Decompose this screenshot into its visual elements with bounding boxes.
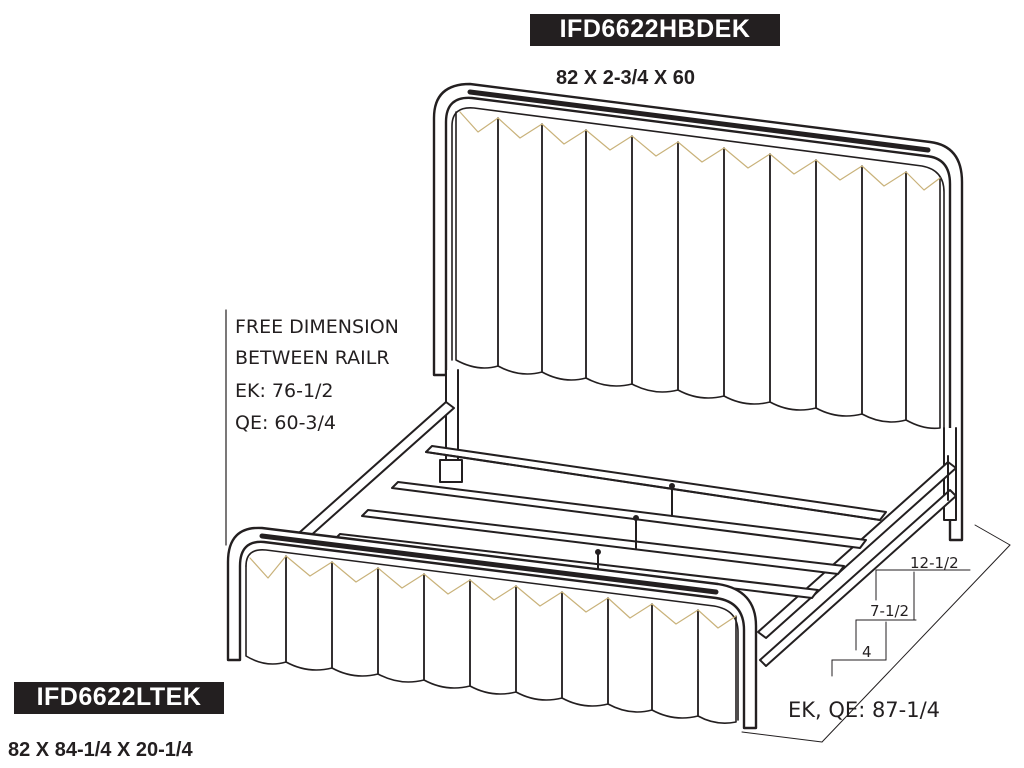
footboard-channels: [245, 555, 737, 724]
free-dimension-ek: EK: 76-1/2: [235, 380, 334, 402]
headboard-channels: [455, 111, 941, 430]
height-7-1-2: 7-1/2: [870, 602, 910, 620]
headboard: [432, 82, 964, 542]
headboard-stitching: [459, 111, 941, 191]
free-dimension-qe: QE: 60-3/4: [235, 412, 337, 434]
footboard-dimensions: 82 X 84-1/4 X 20-1/4: [8, 739, 193, 761]
footboard-stitching: [249, 555, 737, 629]
floor-outline: [741, 524, 1011, 743]
free-dimension-line1: FREE DIMENSION: [235, 316, 399, 338]
footboard-model-label: IFD6622LTEK: [14, 682, 224, 714]
height-dimension-lines: [831, 569, 971, 677]
footboard: [226, 526, 758, 730]
height-12-1-2: 12-1/2: [910, 554, 959, 572]
headboard-dimensions: 82 X 2-3/4 X 60: [556, 67, 695, 89]
bed-length-dimension: EK, QE: 87-1/4: [788, 698, 941, 722]
free-dimension-line2: BETWEEN RAILR: [235, 347, 390, 369]
height-4: 4: [862, 643, 872, 661]
headboard-model-label: IFD6622HBDEK: [530, 14, 780, 46]
